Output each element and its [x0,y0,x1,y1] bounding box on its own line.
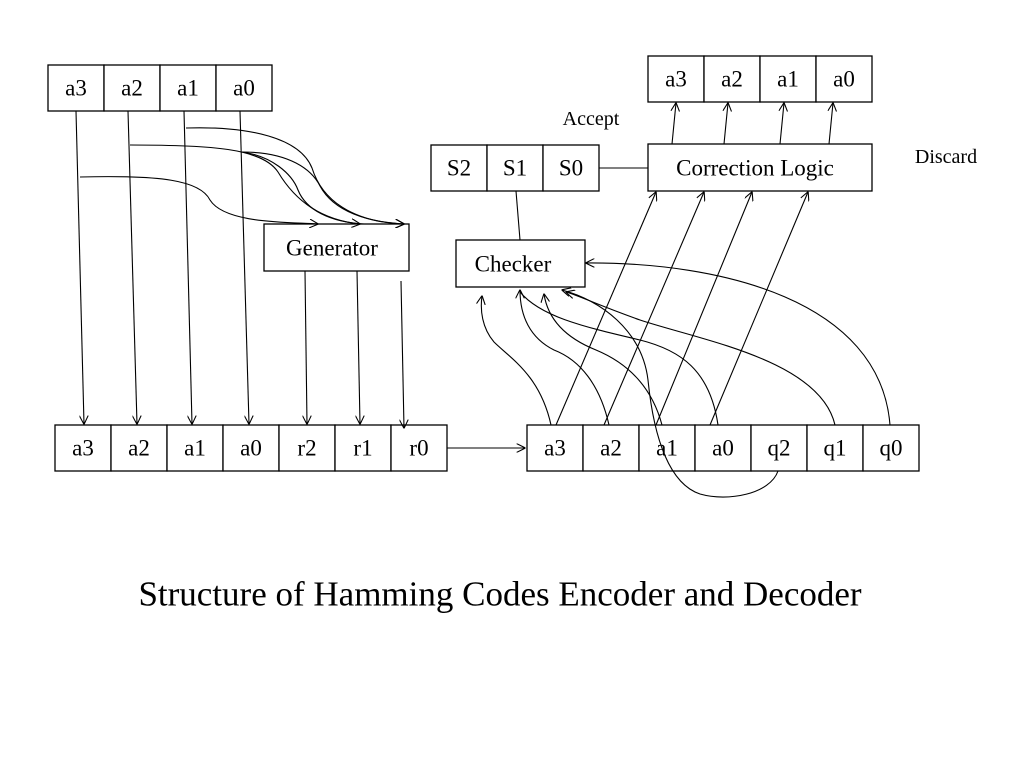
codeword-cell-r2: r2 [278,424,336,472]
wire-a1-to-correction [655,192,752,426]
wire-q2-to-checker [562,290,779,498]
encoder-codeword-register: a3 a2 a1 a0 r2 r1 r0 [54,424,448,472]
wire-corr-out-a2 [724,103,728,145]
output-bit-label: a0 [833,67,855,92]
wire-gen-r1 [357,270,360,424]
output-cell-a3: a3 [647,55,705,103]
received-cell-q1: q1 [806,424,864,472]
received-cell-q2: q2 [750,424,808,472]
codeword-bit-label: a2 [128,436,150,461]
input-bit-label: a1 [177,76,199,101]
received-cell-q0: q0 [862,424,920,472]
received-cell-a2: a2 [582,424,640,472]
codeword-cell-r1: r1 [334,424,392,472]
received-bit-label: a3 [544,436,566,461]
checker-label: Checker [475,252,552,277]
received-bit-label: q1 [824,436,847,461]
output-bit-label: a1 [777,67,799,92]
received-bit-label: q2 [768,436,791,461]
wire-checker-to-syndrome [515,190,521,241]
input-cell-a0: a0 [215,64,273,112]
received-cell-a0: a0 [694,424,752,472]
codeword-bit-label: a1 [184,436,206,461]
generator-label: Generator [286,236,378,261]
input-bit-label: a0 [233,76,255,101]
output-cell-a0: a0 [815,55,873,103]
syndrome-bit-label: S1 [503,156,527,181]
wire-a1-down [183,110,192,424]
wire-tap-a0-r1 [241,151,365,225]
input-cell-a1: a1 [159,64,217,112]
codeword-bit-label: r0 [409,436,428,461]
output-bit-label: a3 [665,67,687,92]
wire-q1-to-checker [566,292,836,426]
encoder-wires [75,110,525,448]
syndrome-bit-label: S0 [559,156,583,181]
wire-corr-out-a0 [829,103,833,145]
input-cell-a3: a3 [47,64,105,112]
correction-logic-block: Correction Logic [647,143,873,192]
codeword-bit-label: a0 [240,436,262,461]
codeword-cell-r0: r0 [390,424,448,472]
generator-block: Generator [263,223,410,272]
wire-a3-to-checker [481,296,552,426]
wire-tap-a3 [79,176,318,224]
wire-a2-to-checker [520,290,610,426]
input-bit-label: a2 [121,76,143,101]
output-cell-a1: a1 [759,55,817,103]
diagram-title: Structure of Hamming Codes Encoder and D… [138,575,861,614]
input-bit-label: a3 [65,76,87,101]
wire-q0-to-checker [586,263,891,426]
codeword-bit-label: r1 [353,436,372,461]
output-bit-label: a2 [721,67,743,92]
syndrome-cell-s2: S2 [430,144,488,192]
wire-a1-to-checker [544,294,663,426]
wire-tap-a0-r0 [241,151,404,224]
wire-a3-to-correction [555,192,656,426]
wire-tap-a2 [129,144,360,224]
wire-a2-down [127,110,137,424]
wire-gen-r0 [401,280,404,428]
received-bit-label: a2 [600,436,622,461]
received-bit-label: a1 [656,436,678,461]
wire-a2-to-correction [603,192,704,426]
correction-logic-label: Correction Logic [676,156,834,181]
wire-a0-to-checker [519,291,719,426]
received-cell-a3: a3 [526,424,584,472]
decoder-received-register: a3 a2 a1 a0 q2 q1 q0 [526,424,920,472]
discard-label: Discard [915,146,977,168]
codeword-cell-a0: a0 [222,424,280,472]
wire-corr-out-a3 [672,103,676,145]
received-bit-label: a0 [712,436,734,461]
wire-gen-r2 [305,270,307,424]
wire-corr-out-a1 [780,103,784,145]
decoder-output-register: a3 a2 a1 a0 [647,55,873,103]
received-bit-label: q0 [880,436,903,461]
syndrome-cell-s0: S0 [542,144,600,192]
syndrome-bit-label: S2 [447,156,471,181]
encoder-input-register: a3 a2 a1 a0 [47,64,273,112]
accept-label: Accept [563,108,620,130]
codeword-bit-label: a3 [72,436,94,461]
wire-a3-down [75,110,84,424]
codeword-cell-a3: a3 [54,424,112,472]
decoder-wires [481,103,891,498]
received-cell-a1: a1 [638,424,696,472]
wire-a0-to-correction [709,192,808,426]
codeword-cell-a1: a1 [166,424,224,472]
wire-a0-down [239,110,249,424]
syndrome-cell-s1: S1 [486,144,544,192]
wire-tap-a1 [185,127,404,224]
input-cell-a2: a2 [103,64,161,112]
syndrome-register: S2 S1 S0 [430,144,600,192]
checker-block: Checker [455,239,586,288]
codeword-bit-label: r2 [297,436,316,461]
codeword-cell-a2: a2 [110,424,168,472]
output-cell-a2: a2 [703,55,761,103]
